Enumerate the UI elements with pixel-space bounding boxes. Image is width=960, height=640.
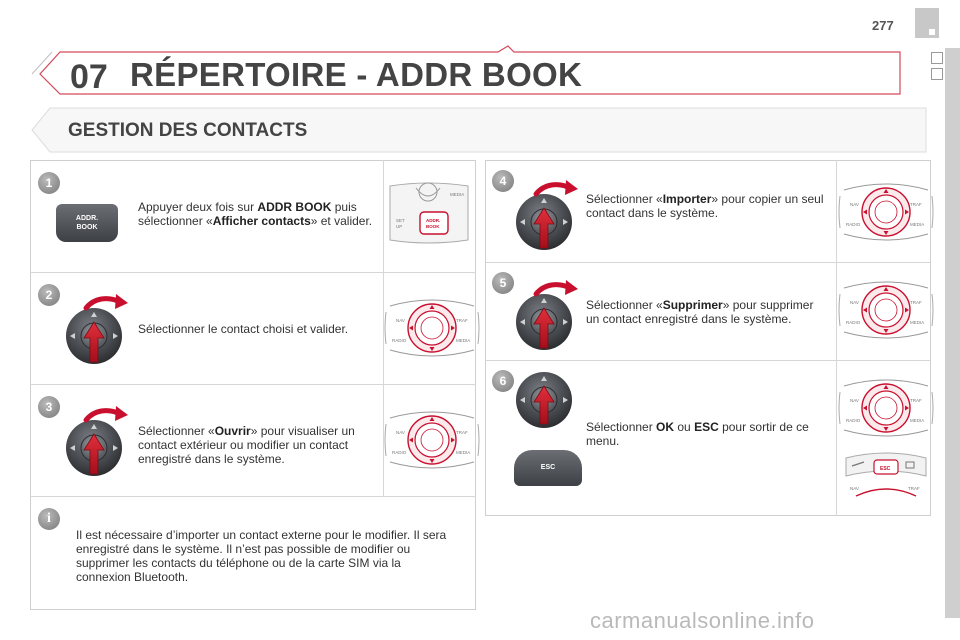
- side-strip: [945, 48, 960, 618]
- step-4-text-a: Sélectionner «: [586, 192, 663, 206]
- dial-illustration: NAV TRAF RADIO MEDIA: [838, 281, 934, 339]
- step-5-text: Sélectionner «Supprimer» pour supprimer …: [586, 298, 826, 326]
- dial-media-label: MEDIA: [456, 450, 470, 455]
- step-6-text: Sélectionner OK ou ESC pour sortir de ce…: [586, 420, 826, 448]
- step-1-text: Appuyer deux fois sur ADDR BOOK puis sél…: [138, 200, 376, 228]
- dial-nav-label: NAV: [850, 300, 859, 305]
- step-3-text-b: » pour visualiser un contact extérieur o…: [138, 424, 355, 466]
- step-1-text-c: » et valider.: [310, 214, 373, 228]
- step-3-text-a: Sélectionner «: [138, 424, 215, 438]
- dial-nav-label: NAV: [850, 486, 859, 491]
- side-box-icon: [931, 52, 943, 64]
- step-1-text-a: Appuyer deux fois sur: [138, 200, 258, 214]
- info-text: Il est nécessaire d’importer un contact …: [76, 528, 447, 584]
- dial-nav-label: NAV: [396, 430, 405, 435]
- addr-book-button-icon: ADDR. BOOK: [56, 204, 118, 242]
- row-divider: [30, 272, 476, 273]
- step-1-bold-afficher: Afficher contacts: [212, 214, 311, 228]
- dial-media-label: MEDIA: [456, 338, 470, 343]
- step-3-badge: 3: [38, 396, 60, 418]
- step-6-text-b: ou: [674, 420, 695, 434]
- dial-nav-label: NAV: [850, 202, 859, 207]
- row-divider: [485, 262, 931, 263]
- panel-addr-label-1: ADDR.: [426, 218, 440, 223]
- panel-set-label-2: UP: [396, 224, 402, 229]
- panel-set-label-1: SET: [396, 218, 405, 223]
- step-3-text: Sélectionner «Ouvrir» pour visualiser un…: [138, 424, 376, 466]
- dial-illustration: NAV TRAF RADIO MEDIA: [838, 379, 934, 437]
- dial-radio-label: RADIO: [392, 450, 407, 455]
- step-5-text-b: » pour supprimer un contact enregistré d…: [586, 298, 814, 326]
- step-4-text: Sélectionner «Importer» pour copier un s…: [586, 192, 826, 220]
- section-banner: [31, 107, 927, 153]
- dial-illustration: NAV TRAF RADIO MEDIA: [384, 411, 480, 469]
- dial-traf-label: TRAF: [910, 202, 922, 207]
- dial-media-label: MEDIA: [910, 222, 924, 227]
- chapter-number: 07: [70, 58, 108, 96]
- side-tab: [915, 8, 939, 38]
- dial-nav-label: NAV: [396, 318, 405, 323]
- step-1-bold-addr-book: ADDR BOOK: [257, 200, 332, 214]
- esc-button-icon: ESC: [514, 450, 582, 486]
- chapter-banner: [31, 45, 901, 95]
- step-4-text-b: » pour copier un seul contact dans le sy…: [586, 192, 824, 220]
- knob-press-icon: [516, 372, 572, 428]
- column-divider: [383, 160, 384, 496]
- knob-press-icon: [64, 290, 134, 372]
- knob-press-icon: [514, 176, 584, 258]
- step-4-bold-importer: Importer: [662, 192, 712, 206]
- addr-book-label-2: BOOK: [76, 224, 98, 231]
- dial-radio-label: RADIO: [846, 418, 861, 423]
- dial-illustration: NAV TRAF RADIO MEDIA: [384, 299, 480, 357]
- row-divider: [30, 384, 476, 385]
- knob-press-icon: [514, 276, 584, 358]
- panel-addr-label-2: BOOK: [426, 224, 440, 229]
- addr-book-panel-illustration: SET UP MEDIA ADDR. BOOK: [389, 182, 469, 244]
- dial-radio-label: RADIO: [846, 222, 861, 227]
- column-divider: [836, 160, 837, 516]
- step-1-text-b: puis sélectionner «: [138, 200, 357, 228]
- step-2-badge: 2: [38, 284, 60, 306]
- step-5-bold-supprimer: Supprimer: [662, 298, 723, 312]
- step-5-text-a: Sélectionner «: [586, 298, 663, 312]
- dial-radio-label: RADIO: [392, 338, 407, 343]
- step-3-bold-ouvrir: Ouvrir: [214, 424, 251, 438]
- step-5-badge: 5: [492, 272, 514, 294]
- dial-traf-label: TRAF: [456, 430, 468, 435]
- chapter-title: RÉPERTOIRE - ADDR BOOK: [130, 56, 583, 93]
- esc-panel-illustration: ESC NAV TRAF: [845, 452, 927, 497]
- dial-traf-label: TRAF: [456, 318, 468, 323]
- row-divider: [485, 360, 931, 361]
- dial-nav-label: NAV: [850, 398, 859, 403]
- row-divider: [30, 496, 476, 497]
- dial-media-label: MEDIA: [910, 320, 924, 325]
- knob-press-icon: [64, 402, 134, 484]
- dial-traf-label: TRAF: [910, 300, 922, 305]
- step-2-text-a: Sélectionner le contact choisi et valide…: [138, 322, 349, 336]
- watermark: carmanualsonline.info: [590, 608, 815, 633]
- section-title: GESTION DES CONTACTS: [68, 120, 308, 141]
- step-6-badge: 6: [492, 370, 514, 392]
- dial-radio-label: RADIO: [846, 320, 861, 325]
- step-6-text-a: Sélectionner: [586, 420, 657, 434]
- side-tab-dot: [929, 29, 935, 35]
- info-icon: i: [38, 508, 60, 530]
- step-6-bold-ok: OK: [656, 420, 675, 434]
- addr-book-label-1: ADDR.: [75, 215, 99, 222]
- side-box-icon: [931, 68, 943, 80]
- step-4-badge: 4: [492, 170, 514, 192]
- dial-illustration: NAV TRAF RADIO MEDIA: [838, 183, 934, 241]
- step-2-text: Sélectionner le contact choisi et valide…: [138, 322, 376, 336]
- page-number: 277: [872, 18, 894, 33]
- dial-traf-label: TRAF: [910, 398, 922, 403]
- panel-media-label: MEDIA: [450, 192, 464, 197]
- step-6-bold-esc: ESC: [694, 420, 719, 434]
- step-1-badge: 1: [38, 172, 60, 194]
- dial-traf-label: TRAF: [908, 486, 920, 491]
- step-6-text-c: pour sortir de ce menu.: [586, 420, 809, 448]
- esc-panel-label: ESC: [880, 466, 891, 472]
- dial-media-label: MEDIA: [910, 418, 924, 423]
